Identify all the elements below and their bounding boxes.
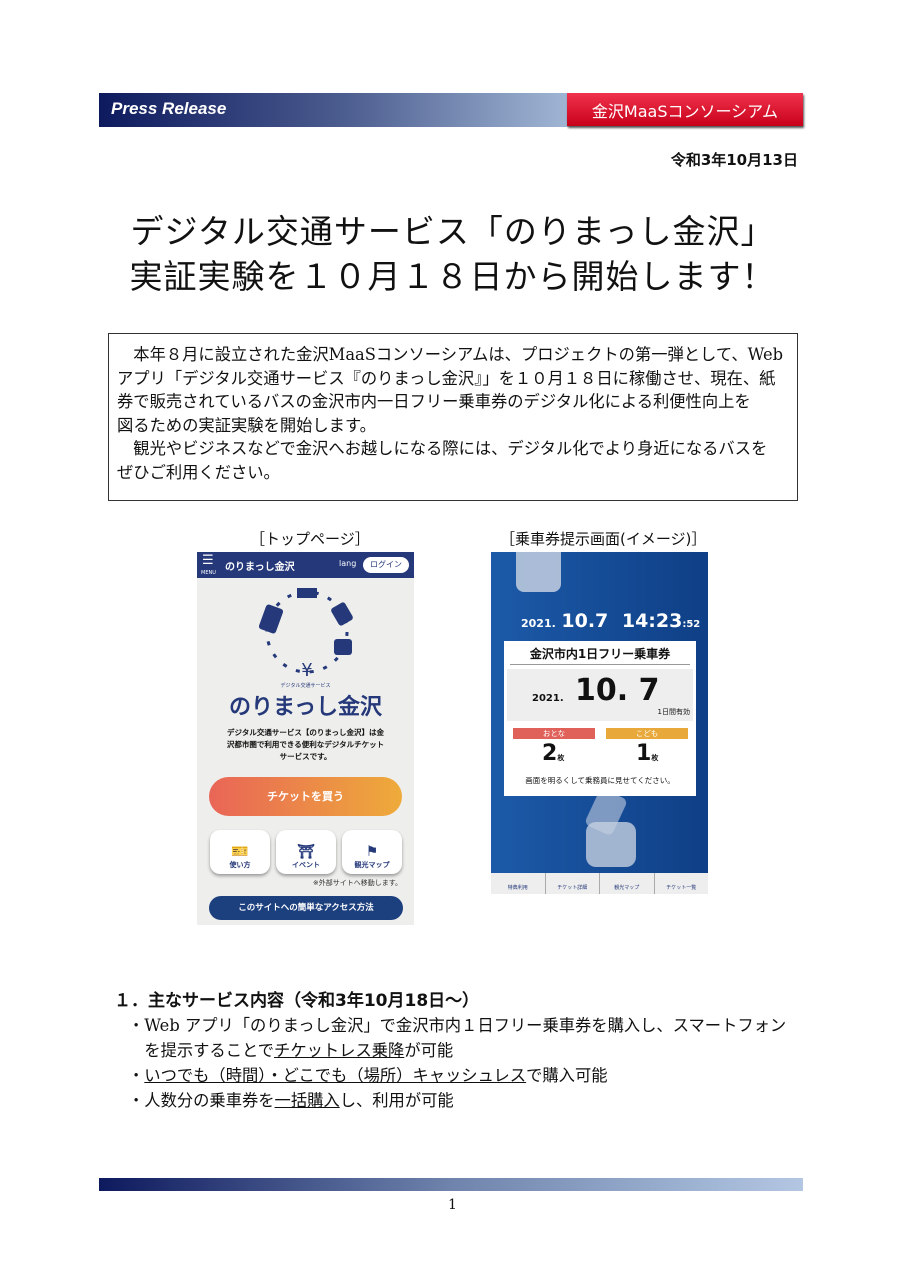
description-line: デジタル交通サービス【のりまっし金沢】は金	[226, 728, 385, 737]
adult-count: 2	[542, 741, 558, 766]
text-segment: で購入可能	[526, 1066, 608, 1085]
tile-label: 使い方	[229, 861, 251, 869]
tile-how-to: 🎫使い方	[210, 830, 270, 874]
validity-panel: 2021. 10. 7 1日間有効	[507, 669, 693, 721]
current-seconds: :52	[682, 619, 701, 630]
nav-benefits: 特典利用	[491, 873, 546, 894]
footer-bar	[99, 1178, 803, 1191]
underlined-text: チケットレス乗降	[274, 1041, 405, 1060]
child-count: 1	[636, 741, 652, 766]
press-release-label: Press Release	[111, 99, 227, 118]
bottom-nav: 特典利用 チケット詳細 観光マップ チケット一覧	[491, 873, 708, 894]
text-segment: し、利用が可能	[339, 1091, 454, 1110]
menu-label: MENU	[201, 570, 216, 576]
nav-ticket-details: チケット詳細	[546, 873, 600, 894]
current-time: 14:23	[621, 610, 683, 632]
adult-label: おとな	[513, 728, 595, 739]
tile-event: ⛩イベント	[276, 830, 336, 874]
summary-line: 観光やビジネスなどで金沢へお越しになる際には、デジタル化でより身近になるバスを	[117, 439, 768, 459]
tile-sightseeing-map: ⚑観光マップ	[342, 830, 402, 874]
text-segment: が可能	[404, 1041, 454, 1060]
instruction: 画面を明るくして乗務員に見せてください。	[525, 776, 675, 785]
tile-label: イベント	[292, 861, 320, 869]
svg-text:¥: ¥	[301, 660, 312, 679]
logo-subtitle: デジタル交通サービス	[280, 683, 331, 689]
bullet-line: ・Web アプリ「のりまっし金沢」で金沢市内１日フリー乗車券を購入し、スマートフ…	[128, 1012, 786, 1036]
organization-badge: 金沢MaaSコンソーシアム	[567, 93, 803, 126]
menu-icon: ☰	[202, 553, 214, 568]
current-year: 2021.	[521, 617, 556, 630]
login-button: ログイン	[363, 557, 409, 573]
caption-ticket-screen: ［乗車券提示画面(イメージ)］	[500, 530, 707, 548]
external-note: ※外部サイトへ移動します。	[312, 879, 402, 887]
valid-date: 10. 7	[575, 673, 660, 708]
buy-ticket-button: チケットを買う	[209, 777, 402, 816]
summary-line: 券で販売されているバスの金沢市内一日フリー乗車券のデジタル化による利便性向上を	[117, 392, 751, 412]
bullet-line: ・いつでも（時間）・どこでも（場所）キャッシュレスで購入可能	[128, 1062, 608, 1086]
summary-box: 本年８月に設立された金沢MaaSコンソーシアムは、プロジェクトの第一弾として、W…	[108, 333, 798, 501]
header-banner: Press Release 金沢MaaSコンソーシアム	[99, 93, 803, 127]
underlined-text: 一括購入	[274, 1091, 340, 1110]
valid-year: 2021.	[532, 693, 564, 704]
ticket-screen-screenshot: 2021. 10.7 14:23:52 金沢市内1日フリー乗車券 2021. 1…	[491, 552, 708, 894]
summary-line: ぜひご利用ください。	[117, 462, 280, 482]
description-line: 沢都市圏で利用できる便利なデジタルチケット	[226, 740, 385, 749]
bullet-line: を提示することでチケットレス乗降が可能	[128, 1037, 453, 1061]
title-line-1: デジタル交通サービス「のりまっし金沢」	[130, 212, 775, 251]
unit: 枚	[557, 754, 565, 762]
child-label: こども	[606, 728, 688, 739]
nav-sightseeing-map: 観光マップ	[600, 873, 655, 894]
underlined-text: いつでも（時間）・どこでも（場所）キャッシュレス	[144, 1066, 527, 1085]
description-line: サービスです。	[279, 752, 332, 761]
validity-label: 1日間有効	[657, 708, 690, 716]
decoration	[586, 822, 636, 867]
current-date: 10.7	[561, 610, 609, 632]
bullet-line: ・人数分の乗車券を一括購入し、利用が可能	[128, 1087, 454, 1111]
event-icon: ⛩	[297, 844, 315, 860]
nav-ticket-list: チケット一覧	[666, 885, 697, 891]
release-date: 令和3年10月13日	[670, 151, 798, 169]
text-segment: ・	[128, 1066, 145, 1085]
title-line-2: 実証実験を１０月１８日から開始します！	[129, 257, 776, 296]
app-bar: ☰ MENU のりまっし金沢 lang ログイン	[197, 552, 414, 578]
summary-line: 本年８月に設立された金沢MaaSコンソーシアムは、プロジェクトの第一弾として、W…	[117, 345, 784, 364]
lang-link: lang	[339, 559, 357, 568]
top-page-screenshot: ☰ MENU のりまっし金沢 lang ログイン ¥ デジタル交通サービス のり…	[197, 552, 414, 925]
tile-label: 観光マップ	[354, 861, 390, 869]
access-guide-button: このサイトへの簡単なアクセス方法	[209, 896, 403, 920]
logo-text: のりまっし金沢	[228, 695, 383, 720]
page-number: 1	[448, 1197, 457, 1213]
text-segment: ・人数分の乗車券を	[128, 1091, 275, 1110]
text-segment: ・Web アプリ「のりまっし金沢」で金沢市内１日フリー乗車券を購入し、スマートフ…	[128, 1016, 787, 1035]
map-flag-icon: ⚑	[365, 844, 379, 860]
summary-line: 図るための実証実験を開始します。	[117, 415, 376, 435]
text-segment: を提示することで	[128, 1041, 275, 1060]
caption-top-page: ［トップページ］	[250, 530, 370, 548]
ticket-help-icon: 🎫	[231, 844, 249, 860]
app-name: のりまっし金沢	[225, 562, 295, 573]
ticket-name: 金沢市内1日フリー乗車券	[510, 645, 690, 665]
bus-decoration-icon	[516, 552, 561, 592]
ticket-card: 金沢市内1日フリー乗車券 2021. 10. 7 1日間有効 おとな こども 2…	[504, 641, 696, 796]
summary-line: アプリ「デジタル交通サービス『のりまっし金沢』」を１０月１８日に稼働させ、現在、…	[117, 368, 776, 388]
unit: 枚	[651, 754, 659, 762]
logo-ring-icon: ¥	[258, 588, 353, 679]
section-heading: １．主なサービス内容（令和3年10月18日～）	[114, 991, 480, 1011]
